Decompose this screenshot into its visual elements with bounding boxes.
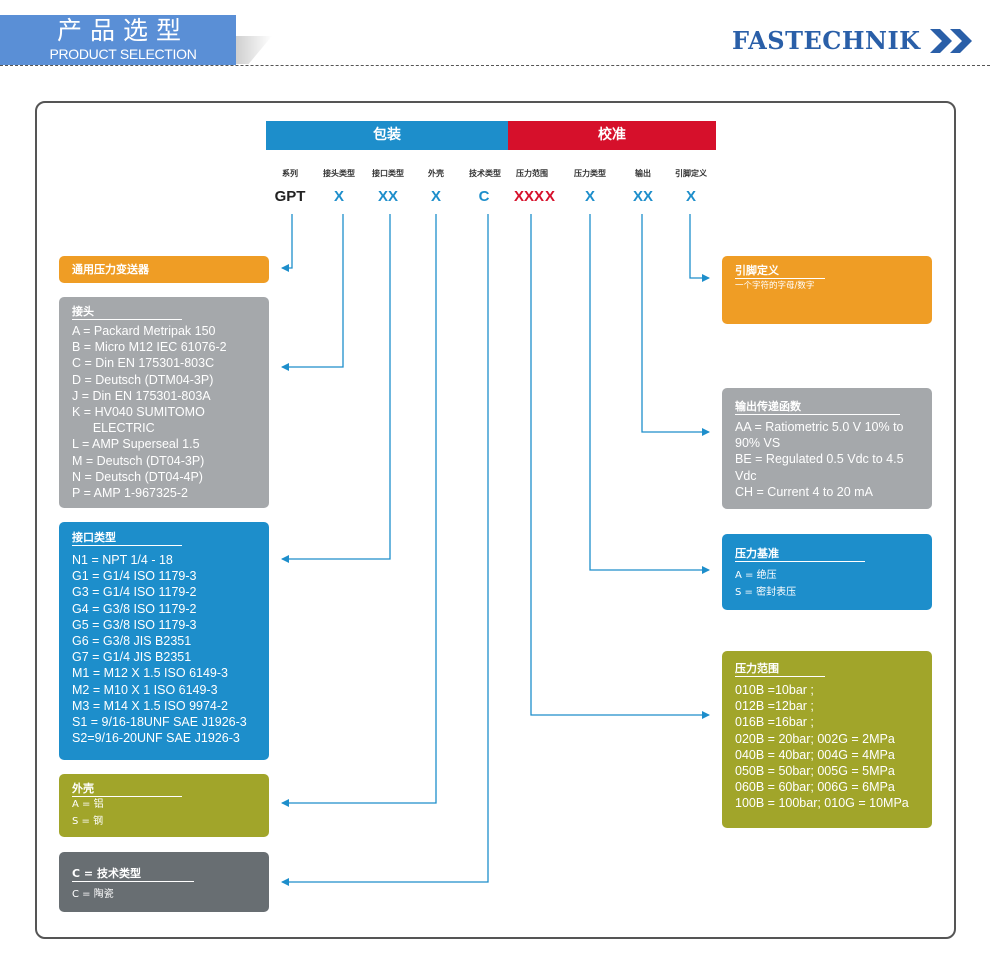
code-port: XX	[377, 188, 398, 205]
list-item: L = AMP Superseal 1.5	[72, 437, 200, 452]
list-item: 050B = 50bar; 005G = 5MPa	[735, 764, 895, 779]
connector-box-list: A = Packard Metripak 150 B = Micro M12 IE…	[72, 323, 227, 501]
port-box: 接口类型 N1 = NPT 1/4 - 18 G1 = G1/4 ISO 1179…	[59, 522, 269, 760]
list-item: 一个字符的字母/数字	[735, 281, 815, 291]
list-item: 90% VS	[735, 436, 781, 451]
pin-box-title: 引脚定义	[735, 264, 825, 279]
code-pin: X	[685, 188, 696, 205]
col-label-series: 系列	[282, 169, 298, 178]
col-label-pressure-type: 压力类型	[574, 169, 606, 178]
header-tab-shadow	[236, 36, 272, 64]
pressure-ref-box-title: 压力基准	[735, 547, 865, 562]
code-output: XX	[632, 188, 653, 205]
housing-box-list: A = 铝 S = 钢	[72, 796, 104, 830]
series-box-title: 通用压力变送器	[72, 263, 149, 276]
col-label-pin: 引脚定义	[675, 169, 707, 178]
list-item: CH = Current 4 to 20 mA	[735, 484, 873, 499]
list-item: G5 = G3/8 ISO 1179-3	[72, 617, 197, 632]
pin-box: 引脚定义 一个字符的字母/数字	[722, 256, 932, 324]
list-item: 010B =10bar ;	[735, 683, 814, 697]
housing-box: 外壳 A = 铝 S = 钢	[59, 774, 269, 837]
output-box: 输出传递函数 AA = Ratiometric 5.0 V 10% to 90% …	[722, 388, 932, 509]
list-item: B = Micro M12 IEC 61076-2	[72, 340, 227, 355]
pressure-range-box: 压力范围 010B =10bar ; 012B =12bar ;016B =16b…	[722, 651, 932, 828]
col-label-output: 输出	[635, 169, 651, 178]
calibration-bar: 校准	[508, 121, 716, 150]
pin-box-list: 一个字符的字母/数字	[735, 278, 814, 295]
pressure-ref-box-list: A = 绝压 S = 密封表压	[735, 567, 796, 601]
list-item: K = HV040 SUMITOMO	[72, 405, 205, 420]
port-box-title: 接口类型	[72, 531, 182, 546]
list-item: N = Deutsch (DT04-4P)	[72, 469, 203, 484]
code-range-suffix: X	[544, 188, 555, 205]
list-item: M2 = M10 X 1 ISO 6149-3	[72, 682, 218, 697]
list-item: 040B = 40bar; 004G = 4MPa	[735, 747, 895, 762]
tech-box-list: C = 陶瓷	[72, 886, 114, 903]
list-item: A = 铝	[72, 799, 104, 810]
connector-box-title: 接头	[72, 305, 182, 320]
list-item: J = Din EN 175301-803A	[72, 388, 211, 403]
list-item: 012B =12bar ;	[735, 699, 814, 714]
list-item: S = 密封表压	[735, 587, 797, 598]
header-tab	[0, 15, 236, 65]
code-tech: C	[478, 188, 490, 205]
list-item: A = 绝压	[735, 570, 777, 581]
list-item: G3 = G1/4 ISO 1179-2	[72, 585, 197, 600]
housing-box-title: 外壳	[72, 782, 182, 797]
list-item: C = Din EN 175301-803C	[72, 356, 215, 371]
tech-box-title: C = 技术类型	[72, 867, 194, 882]
list-item: G1 = G1/4 ISO 1179-3	[72, 569, 197, 584]
list-item: M1 = M12 X 1.5 ISO 6149-3	[72, 666, 228, 681]
list-item: BE = Regulated 0.5 Vdc to 4.5	[735, 452, 904, 467]
code-housing: X	[430, 188, 441, 205]
list-item: 060B = 60bar; 006G = 6MPa	[735, 780, 895, 795]
col-label-range: 压力范围	[516, 169, 548, 178]
list-item: 020B = 20bar; 002G = 2MPa	[735, 731, 895, 746]
page-subtitle: PRODUCT SELECTION	[49, 46, 197, 62]
list-item: S2=9/16-20UNF SAE J1926-3	[72, 731, 240, 746]
list-item: AA = Ratiometric 5.0 V 10% to	[735, 420, 904, 434]
pressure-range-box-list: 010B =10bar ;012B =12bar ;016B =16bar ;0…	[735, 682, 909, 812]
col-label-tech: 技术类型	[469, 169, 501, 178]
code-range: XXX	[513, 188, 544, 205]
list-item: 016B =16bar ;	[735, 715, 814, 730]
list-item: P = AMP 1-967325-2	[72, 486, 188, 501]
tech-box: C = 技术类型 C = 陶瓷	[59, 852, 269, 912]
list-item: D = Deutsch (DTM04-3P)	[72, 372, 214, 387]
code-pressure-type: X	[584, 188, 595, 205]
list-item: 100B = 100bar; 010G = 10MPa	[735, 796, 909, 811]
list-item: S = 钢	[72, 816, 104, 827]
list-item: M3 = M14 X 1.5 ISO 9974-2	[72, 698, 228, 713]
list-item: G6 = G3/8 JIS B2351	[72, 634, 192, 649]
list-item: S1 = 9/16-18UNF SAE J1926-3	[72, 715, 247, 730]
pressure-range-box-title: 压力范围	[735, 662, 825, 677]
double-chevron-icon	[930, 29, 972, 53]
packaging-bar: 包装	[266, 121, 508, 150]
connector-box: 接头 A = Packard Metripak 150 B = Micro M12…	[59, 297, 269, 508]
code-series: GPT	[274, 188, 306, 205]
pressure-ref-box: 压力基准 A = 绝压 S = 密封表压	[722, 534, 932, 610]
list-item: Vdc	[735, 468, 757, 483]
header-divider	[0, 65, 990, 66]
list-item: M = Deutsch (DT04-3P)	[72, 453, 205, 468]
list-item: C = 陶瓷	[72, 889, 114, 900]
list-item: G4 = G3/8 ISO 1179-2	[72, 601, 197, 616]
list-item: G7 = G1/4 JIS B2351	[72, 650, 192, 665]
list-item: ELECTRIC	[72, 421, 155, 436]
series-box: 通用压力变送器	[59, 256, 269, 283]
col-label-port: 接口类型	[372, 169, 404, 178]
output-box-title: 输出传递函数	[735, 400, 900, 415]
list-item: N1 = NPT 1/4 - 18	[72, 553, 173, 567]
selection-frame	[35, 101, 956, 939]
page-title: 产品选型	[56, 16, 189, 45]
col-label-connector: 接头类型	[323, 169, 355, 178]
col-label-housing: 外壳	[428, 169, 444, 178]
brand-logo-text: FASTECHNIK	[732, 26, 921, 55]
list-item: A = Packard Metripak 150	[72, 324, 216, 338]
code-connector: X	[333, 188, 344, 205]
